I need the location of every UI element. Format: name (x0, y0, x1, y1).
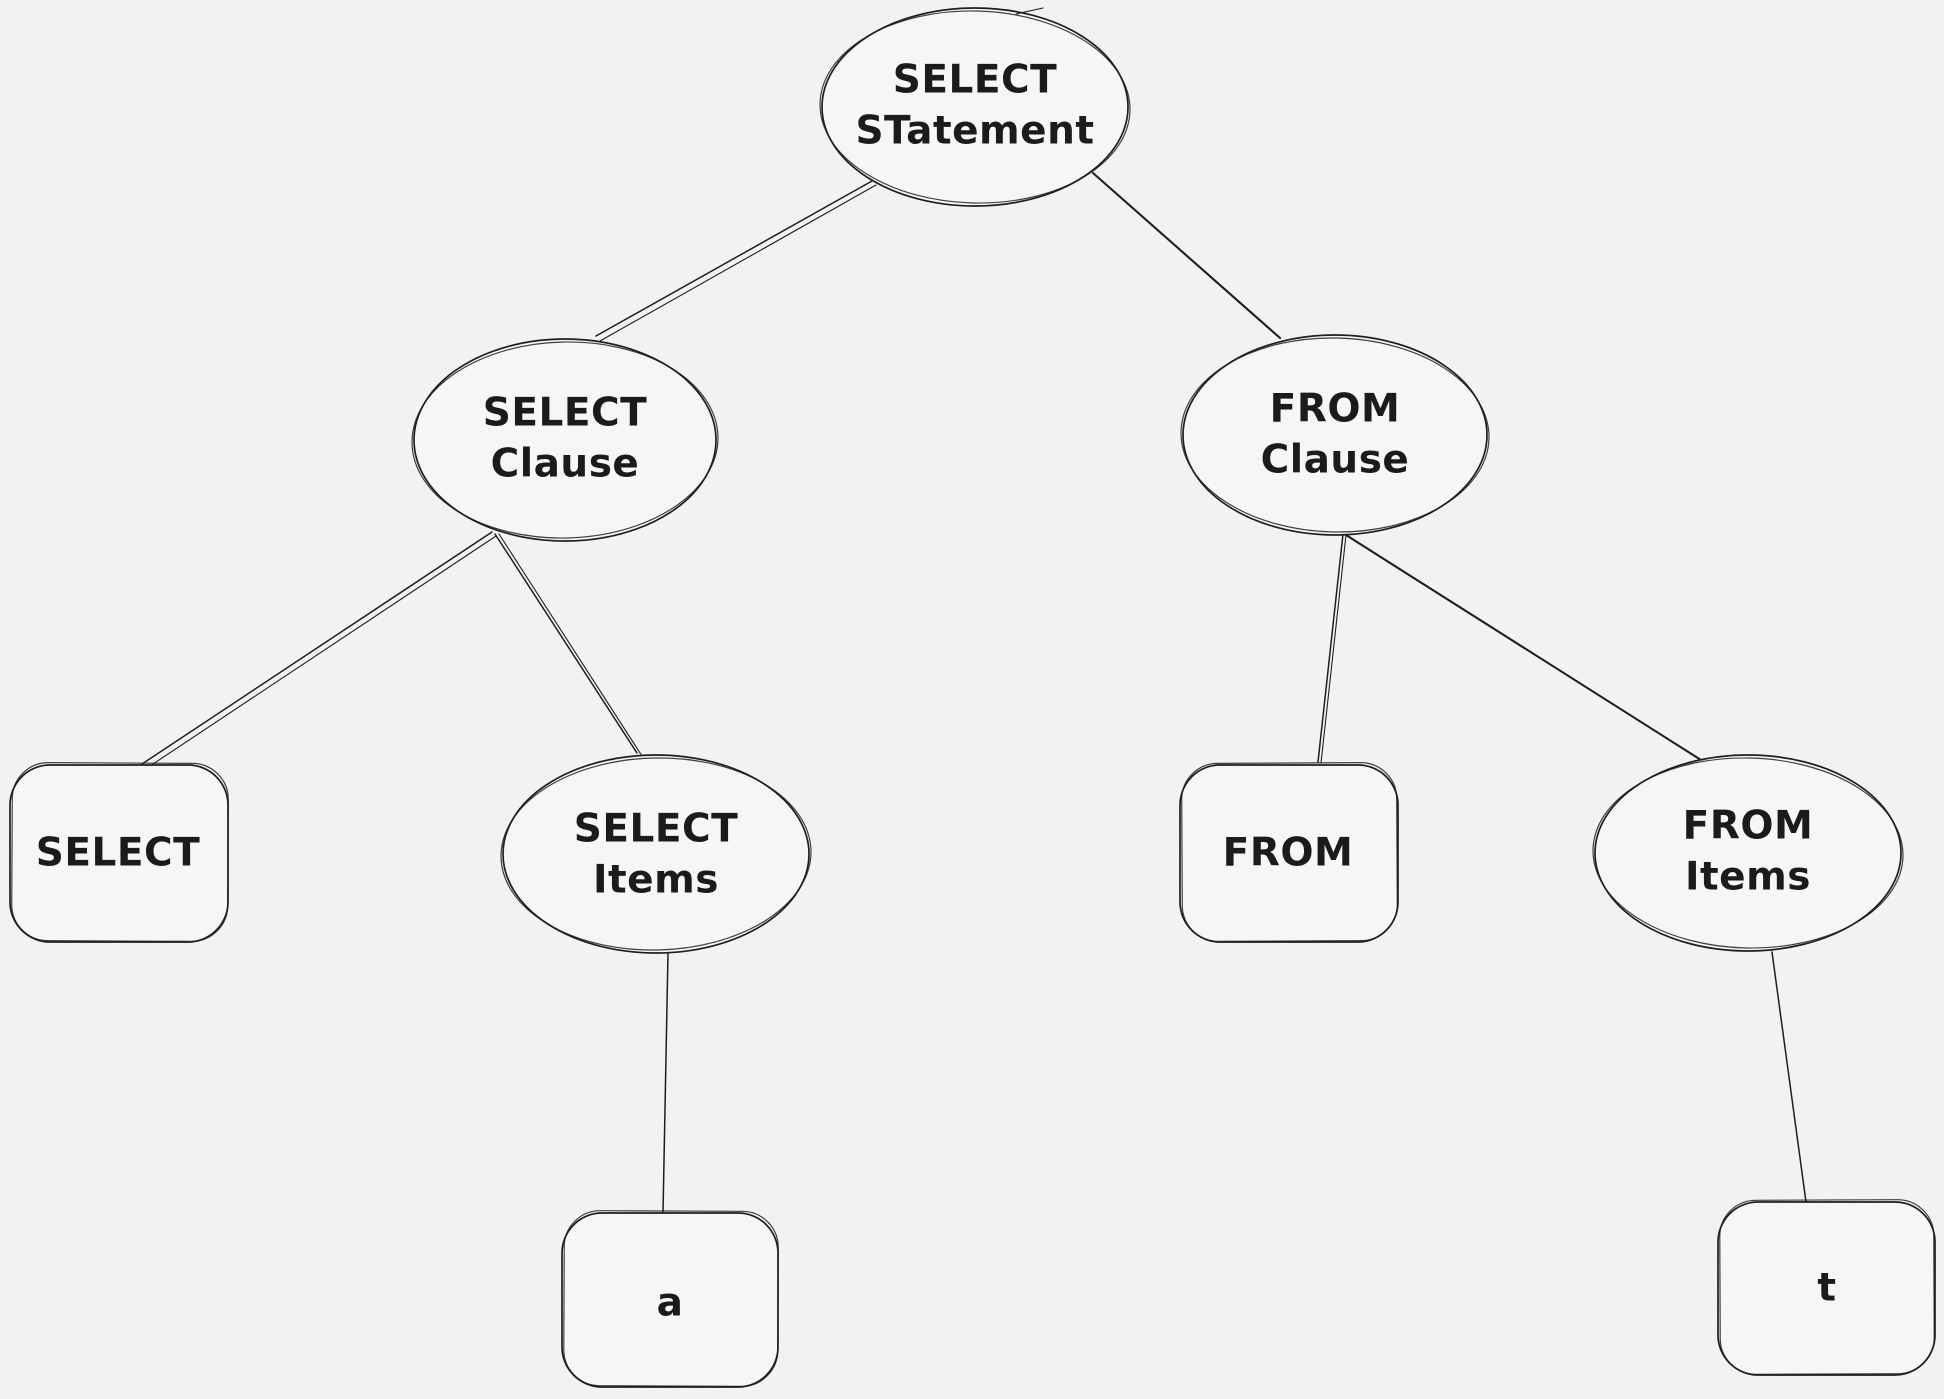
node-from-keyword-shape[interactable] (1179, 762, 1399, 943)
edge-from-clause-to-from-keyword[interactable] (1317, 533, 1347, 764)
node-select-keyword-shape[interactable] (9, 762, 229, 943)
pen-overshoot-mark (1015, 7, 1044, 15)
node-select-items-shape[interactable] (499, 754, 813, 954)
edge-select-statement-to-from-clause[interactable] (1091, 171, 1282, 340)
edge-select-statement-to-select-clause[interactable] (595, 180, 877, 342)
node-item-t-shape[interactable] (1717, 1199, 1936, 1376)
node-from-items-shape[interactable] (1591, 754, 1905, 952)
edge-from-items-to-item-t[interactable] (1771, 951, 1807, 1203)
node-select-clause-shape[interactable] (410, 338, 720, 542)
node-select-statement-shape[interactable] (818, 7, 1133, 207)
edge-select-clause-to-select-keyword[interactable] (141, 531, 497, 769)
edge-select-clause-to-select-items[interactable] (494, 533, 643, 757)
node-item-a-shape[interactable] (561, 1210, 779, 1388)
node-from-clause-shape[interactable] (1179, 334, 1491, 536)
edge-select-items-to-item-a[interactable] (662, 952, 669, 1214)
edge-from-clause-to-from-items[interactable] (1344, 533, 1703, 762)
